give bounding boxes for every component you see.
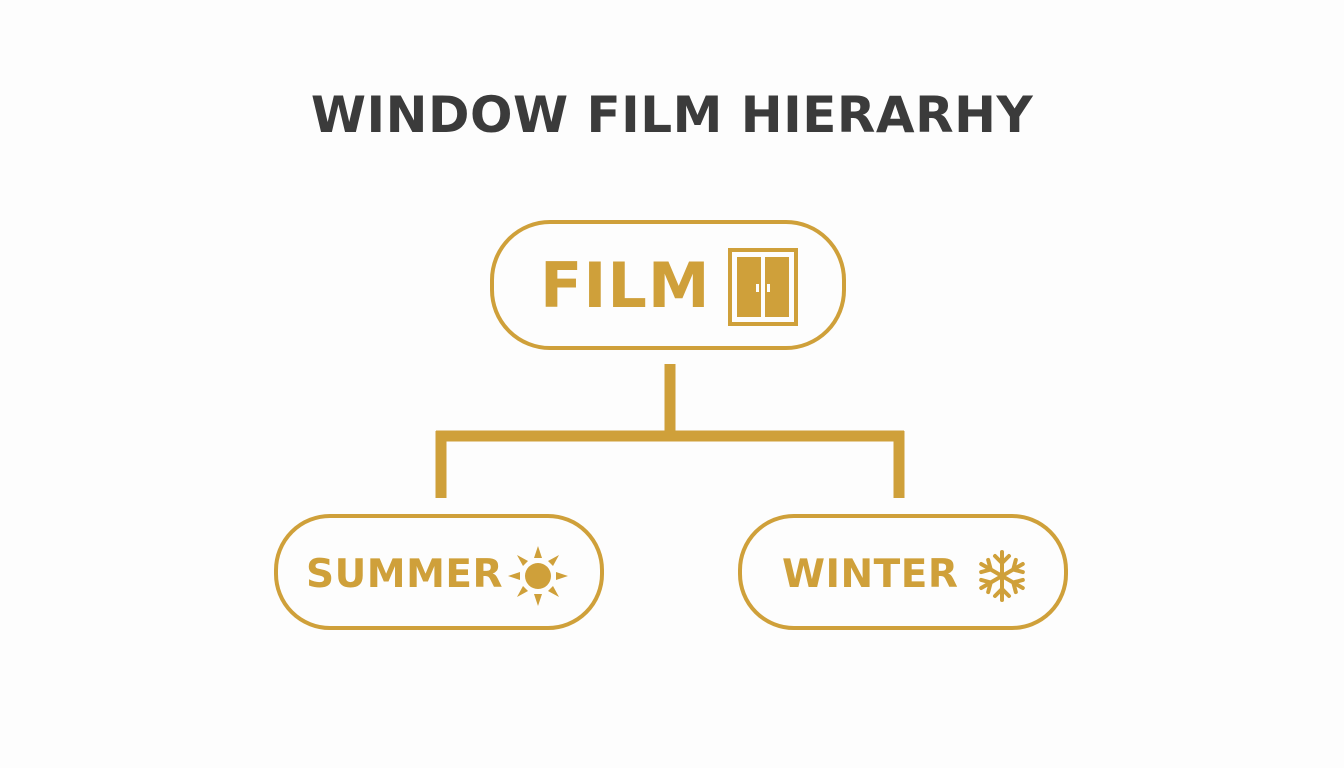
film-node: FILM xyxy=(490,220,846,350)
summer-node-label: SUMMER xyxy=(306,552,504,597)
summer-node: SUMMER xyxy=(274,514,604,630)
diagram-title: WINDOW FILM HIERARHY xyxy=(310,86,1034,144)
snowflake-icon xyxy=(979,550,1025,602)
film-node-label: FILM xyxy=(540,249,711,322)
winter-node: WINTER xyxy=(738,514,1068,630)
sun-icon xyxy=(508,546,568,606)
window-icon xyxy=(728,248,798,326)
winter-node-label: WINTER xyxy=(782,552,959,597)
